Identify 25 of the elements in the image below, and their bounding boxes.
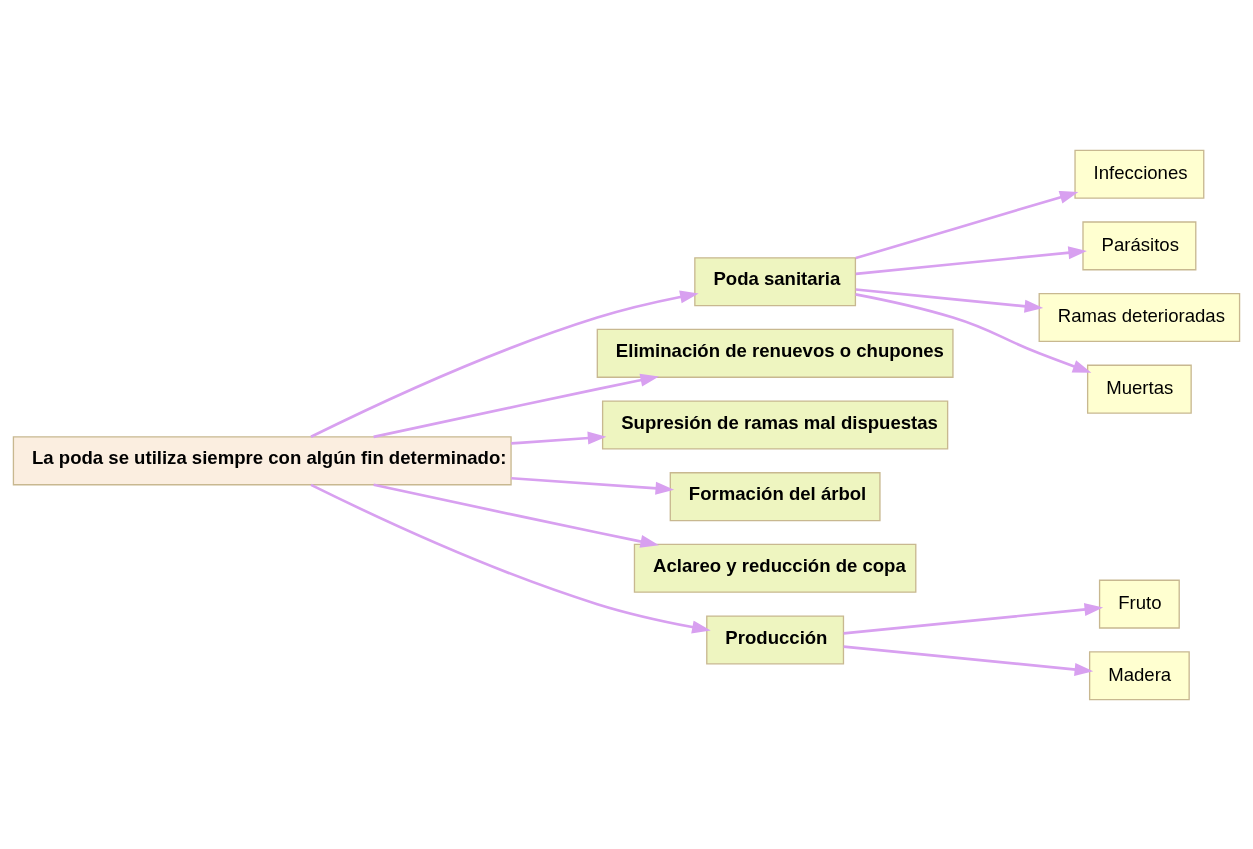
arrow bbox=[511, 476, 675, 495]
node-box: La poda se utiliza siempre con algún fin determinado: bbox=[12, 435, 512, 485]
arrow bbox=[843, 602, 1104, 635]
arrow bbox=[855, 292, 1092, 373]
arrow bbox=[855, 287, 1044, 313]
node-box: Eliminación de renuevos o chupones bbox=[596, 328, 954, 378]
node-box: Infecciones bbox=[1074, 149, 1205, 199]
arrow bbox=[373, 483, 659, 548]
node-box: Formación del árbol bbox=[669, 471, 881, 521]
node-box: Fruto bbox=[1098, 579, 1180, 629]
arrow bbox=[855, 245, 1087, 275]
node-box: Supresión de ramas mal dispuestas bbox=[601, 399, 949, 450]
arrow bbox=[373, 373, 659, 438]
node-box: Madera bbox=[1088, 650, 1190, 700]
arrow bbox=[855, 190, 1079, 259]
arrow bbox=[310, 290, 699, 438]
arrow bbox=[310, 483, 711, 633]
node-box: Parásitos bbox=[1082, 220, 1197, 270]
node-box: Poda sanitaria bbox=[694, 256, 857, 306]
arrow bbox=[511, 431, 607, 445]
node-box: Ramas deterioradas bbox=[1038, 292, 1241, 342]
node-box: Producción bbox=[706, 614, 845, 665]
node-box: Aclareo y reducción de copa bbox=[633, 543, 917, 593]
arrow bbox=[843, 644, 1094, 676]
node-box: Muertas bbox=[1086, 364, 1192, 414]
